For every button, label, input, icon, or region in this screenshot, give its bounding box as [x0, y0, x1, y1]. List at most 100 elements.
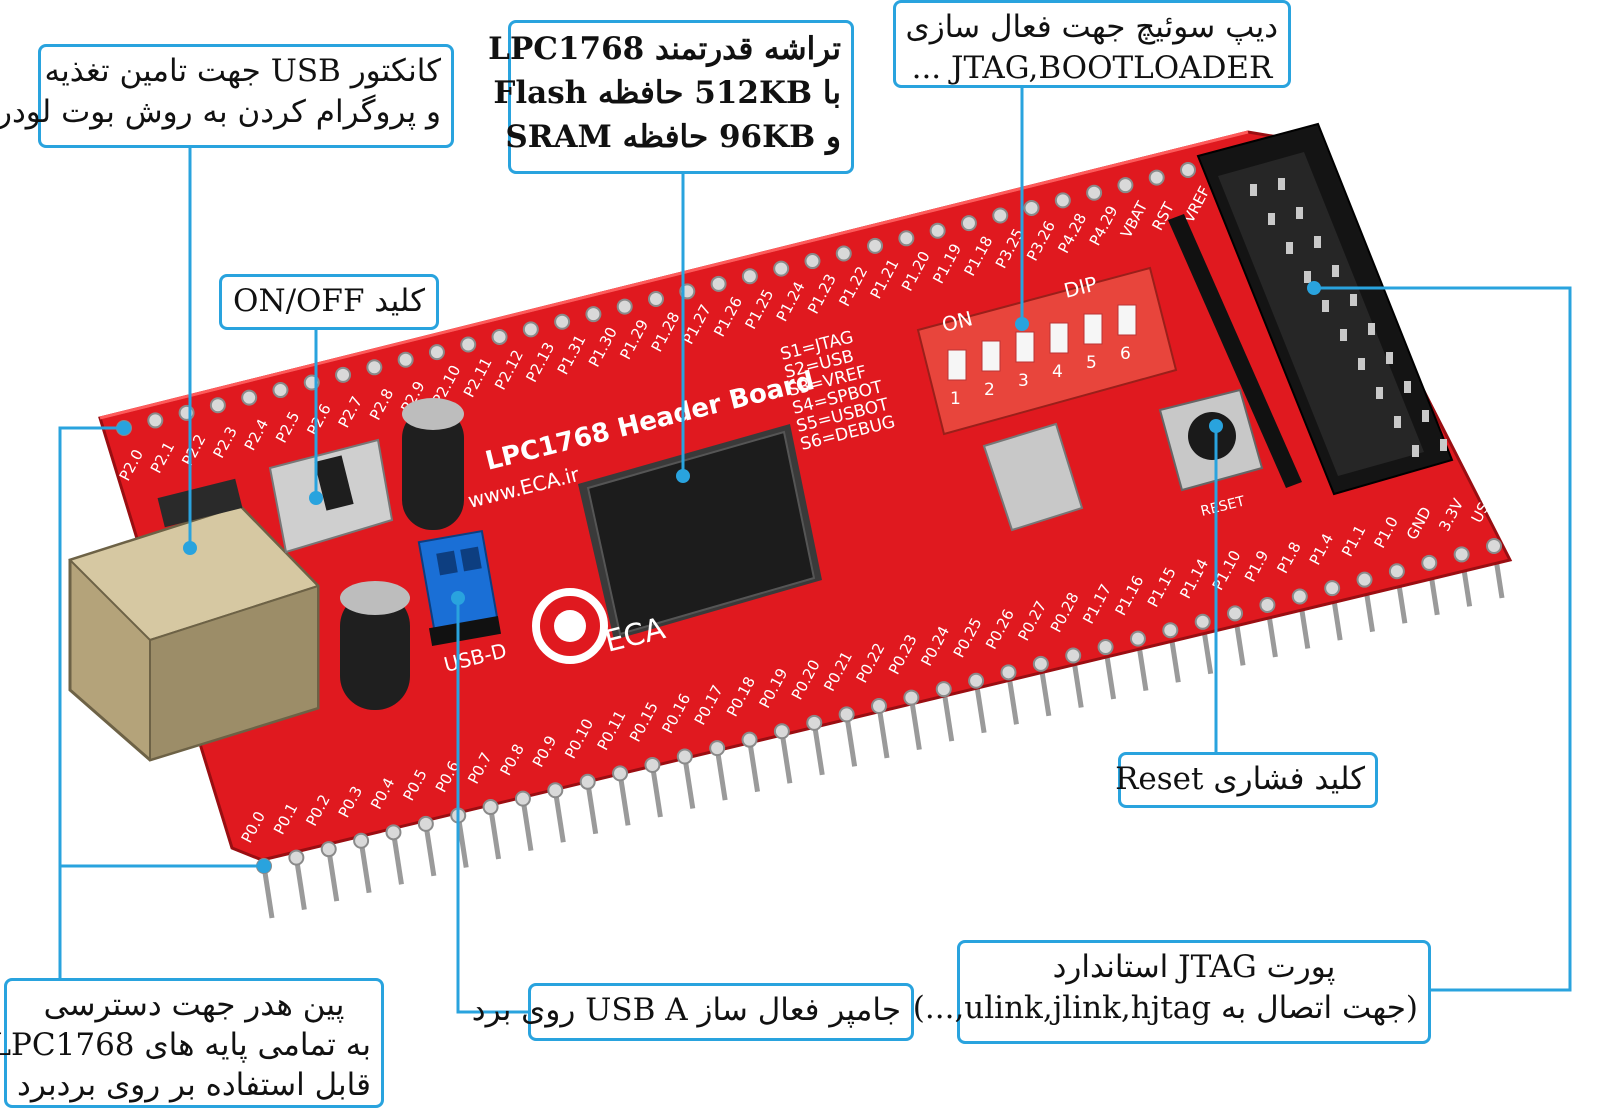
jtag-pin: [1440, 439, 1447, 451]
callout-usb-connector: کانکتور USB جهت تامین تغذیه و پروگرام کر…: [0, 44, 454, 148]
callout-pin-header: پین هدر جهت دسترسی به تمامی پایه های LPC…: [0, 978, 384, 1108]
long-pin-header-strip: [1168, 214, 1302, 488]
pin-leg: [649, 764, 663, 818]
callout-chip-line2: با 512KB حافظه Flash: [493, 75, 841, 111]
callout-dip-line1: دیپ سوئیچ جهت فعال سازی: [905, 9, 1278, 45]
pin-hole: [320, 841, 337, 858]
pin-leg: [844, 714, 858, 767]
pin-hole: [147, 412, 164, 429]
pin-hole: [241, 389, 258, 406]
connector-lines: [58, 88, 1572, 1014]
jtag-pin: [1358, 358, 1365, 370]
callout-chip: تراشه قدرتمند LPC1768 با 512KB حافظه Fla…: [488, 20, 854, 174]
callout-jumper: جامپر فعال ساز USB A روی برد: [471, 983, 914, 1041]
pin-hole: [773, 260, 790, 277]
pin-hole: [773, 723, 790, 740]
callout-jtag-line1: پورت JTAG استاندارد: [1052, 949, 1336, 985]
pin-hole: [585, 306, 602, 323]
pin-hole: [554, 313, 571, 330]
pin-hole: [1032, 655, 1049, 672]
jtag-pin: [1404, 381, 1411, 393]
pin-hole: [1065, 647, 1082, 664]
jtag-pin: [1296, 207, 1303, 219]
callout-dip-line2: JTAG,BOOTLOADER ...: [911, 50, 1273, 86]
line-jumper: [456, 598, 528, 1014]
pin-hole: [482, 799, 499, 816]
jtag-pin: [1394, 416, 1401, 428]
jtag-pins: [1250, 178, 1447, 457]
dip-number: 5: [1086, 353, 1097, 373]
callout-onoff-line1: کلید ON/OFF: [233, 283, 425, 319]
pin-leg: [908, 697, 922, 750]
pin-hole: [460, 336, 477, 353]
pin-hole: [417, 815, 434, 832]
pin-leg: [293, 857, 307, 910]
crystal-oscillator: [982, 422, 1084, 532]
pin-leg: [358, 840, 372, 894]
dip-number: 4: [1052, 362, 1063, 382]
pin-hole: [1162, 622, 1179, 639]
dip-toggles: [947, 304, 1137, 381]
jtag-pin: [1314, 236, 1321, 248]
dip-number: 6: [1120, 344, 1131, 364]
pin-leg: [617, 772, 631, 826]
dip-number: 2: [984, 380, 995, 400]
pin-leg: [779, 730, 793, 784]
pin-hole: [741, 731, 758, 748]
pin-hole: [1097, 639, 1114, 656]
pin-hole: [960, 215, 977, 232]
pin-leg: [520, 798, 534, 852]
pin-hole: [676, 748, 693, 765]
pin-hole: [1000, 664, 1017, 681]
callout-chip-line1: تراشه قدرتمند LPC1768: [488, 31, 841, 67]
pin-leg: [876, 705, 890, 759]
pin-hole: [1291, 588, 1308, 605]
usb-b-connector: [68, 478, 320, 762]
pin-hole: [514, 790, 531, 807]
pin-hole: [871, 698, 887, 714]
pin-hole: [385, 824, 402, 841]
pin-hole: [272, 382, 289, 399]
pin-hole: [806, 714, 823, 731]
dip-switch: [916, 266, 1178, 436]
pin-leg: [455, 815, 469, 868]
pin-leg: [261, 865, 275, 919]
jtag-pin: [1422, 410, 1429, 422]
callout-jumper-line1: جامپر فعال ساز USB A روی برد: [471, 992, 901, 1028]
jtag-pin: [1278, 178, 1285, 190]
pin-hole: [968, 672, 985, 689]
pin-hole: [1324, 580, 1341, 597]
dip-number: 3: [1018, 371, 1029, 391]
jtag-pin: [1268, 213, 1275, 225]
pin-leg: [682, 756, 696, 809]
pin-hole: [1023, 199, 1040, 216]
pin-hole: [428, 344, 445, 361]
callout-jtag-line2: (جهت اتصال به ulink,jlink,hjtag,...): [912, 990, 1418, 1026]
pin-hole: [1194, 613, 1211, 630]
callout-header-line1: پین هدر جهت دسترسی: [43, 987, 345, 1023]
pin-hole: [867, 237, 884, 254]
switch-legend: S1=JTAGS2=USBS3=VREFS4=SPBOTS5=USBOTS6=D…: [778, 327, 897, 454]
pin-hole: [992, 207, 1009, 224]
pin-hole: [547, 782, 564, 799]
pin-leg: [423, 823, 437, 877]
pin-leg: [747, 739, 760, 793]
jtag-pin: [1250, 184, 1257, 196]
pin-hole: [903, 689, 920, 706]
pin-hole: [804, 253, 821, 270]
dip-toggle: [1083, 313, 1103, 345]
dip-toggle: [1049, 322, 1069, 354]
jtag-pin: [1332, 265, 1339, 277]
callout-jtag-port: پورت JTAG استاندارد (جهت اتصال به ulink,…: [912, 940, 1431, 1044]
pin-hole: [335, 366, 352, 383]
pin-hole: [898, 230, 915, 247]
pin-hole: [929, 222, 946, 239]
line-jtag: [1314, 286, 1572, 992]
eca-logo: ECA: [532, 588, 669, 664]
callout-usb-line1: کانکتور USB جهت تامین تغذیه: [44, 53, 441, 89]
pin-leg: [326, 848, 340, 902]
pin-hole: [288, 849, 305, 866]
lpc1768-chip: [578, 424, 822, 640]
